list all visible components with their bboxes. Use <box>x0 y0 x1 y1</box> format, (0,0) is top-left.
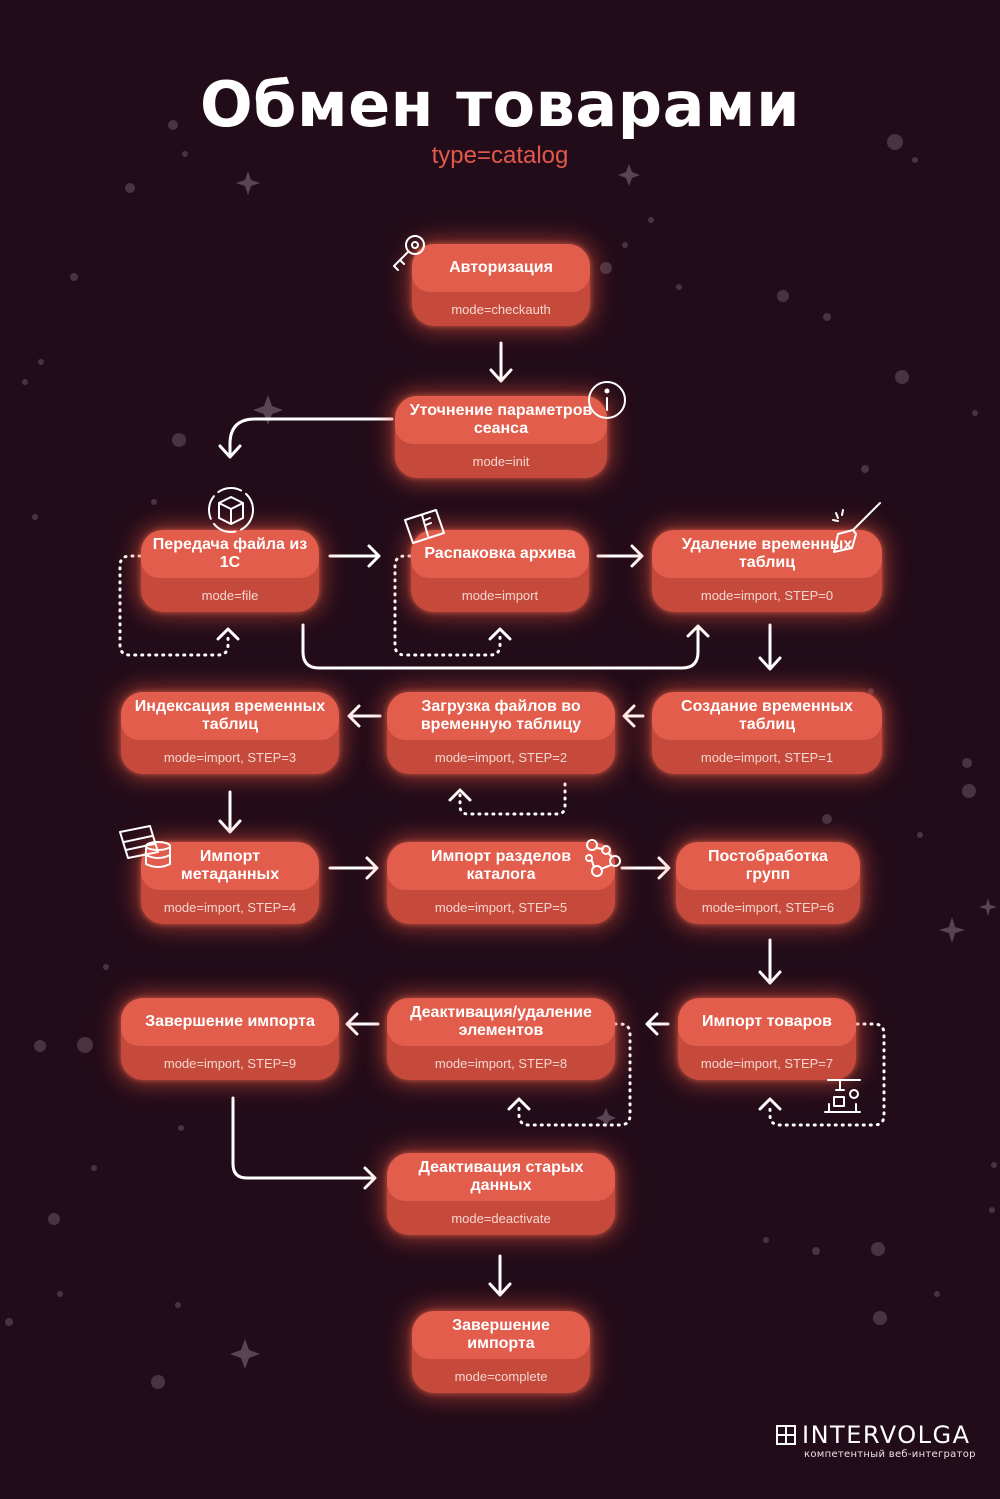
logo-mark-icon <box>776 1425 796 1445</box>
node-mode: mode=import, STEP=9 <box>163 1055 297 1071</box>
flow-node-sections: Импорт разделов каталога mode=import, STE… <box>387 842 615 924</box>
arrow-load-retry <box>458 782 567 816</box>
flow-node-old: Деактивация старых данных mode=deactivate <box>387 1153 615 1235</box>
flow-node-index: Индексация временных таблиц mode=import, … <box>121 692 339 774</box>
flow-node-meta: Импорт метаданных mode=import, STEP=4 <box>141 842 319 924</box>
node-mode: mode=import <box>461 587 539 603</box>
node-mode: mode=complete <box>454 1368 548 1384</box>
arrow-del-to-create <box>758 623 782 671</box>
node-title: Деактивация старых данных <box>387 1153 615 1201</box>
node-title: Передача файла из 1С <box>141 530 319 578</box>
node-title: Авторизация <box>412 244 590 292</box>
flow-node-load: Загрузка файлов во временную таблицу mode… <box>387 692 615 774</box>
flow-node-post: Постобработка групп mode=import, STEP=6 <box>676 842 860 924</box>
arrow-goods-retry <box>768 1022 886 1127</box>
node-mode: mode=import, STEP=8 <box>434 1055 568 1071</box>
flow-node-init: Уточнение параметров сеанса mode=init <box>395 396 607 478</box>
node-mode: mode=import, STEP=6 <box>701 899 835 915</box>
node-title: Завершение импорта <box>412 1311 590 1359</box>
node-mode: mode=deactivate <box>451 1210 551 1226</box>
brand-logo: INTERVOLGA компетентный веб-интегратор <box>776 1421 986 1461</box>
node-title: Импорт товаров <box>678 998 856 1046</box>
arrow-sections-to-post <box>620 856 671 880</box>
node-mode: mode=import, STEP=5 <box>434 899 568 915</box>
node-title: Удаление временных таблиц <box>652 530 882 578</box>
node-mode: mode=checkauth <box>451 301 551 317</box>
flow-node-del: Удаление временных таблиц mode=import, ST… <box>652 530 882 612</box>
node-title: Распаковка архива <box>411 530 589 578</box>
arrow-index-to-meta <box>218 790 242 834</box>
node-title: Деактивация/удаление элементов <box>387 998 615 1046</box>
node-mode: mode=file <box>201 587 259 603</box>
flow-node-deact: Деактивация/удаление элементов mode=impor… <box>387 998 615 1080</box>
node-title: Постобработка групп <box>676 842 860 890</box>
page-subtitle: type=catalog <box>431 142 569 169</box>
arrow-old-to-complete <box>488 1254 512 1297</box>
arrow-goods-to-deact <box>645 1012 670 1036</box>
node-mode: mode=import, STEP=4 <box>163 899 297 915</box>
flow-node-complete: Завершение импорта mode=complete <box>412 1311 590 1393</box>
arrow-create-to-load <box>622 704 645 728</box>
node-title: Импорт разделов каталога <box>387 842 615 890</box>
arrow-unpack-to-del <box>596 544 644 568</box>
node-mode: mode=import, STEP=7 <box>700 1055 834 1071</box>
flow-node-create: Создание временных таблиц mode=import, ST… <box>652 692 882 774</box>
arrow-deact-to-finish1 <box>345 1012 380 1036</box>
flow-node-auth: Авторизация mode=checkauth <box>412 244 590 326</box>
node-title: Индексация временных таблиц <box>121 692 339 740</box>
flow-node-unpack: Распаковка архива mode=import <box>411 530 589 612</box>
node-title: Импорт метаданных <box>141 842 319 890</box>
arrow-file-to-unpack <box>328 544 381 568</box>
node-title: Завершение импорта <box>121 998 339 1046</box>
node-title: Загрузка файлов во временную таблицу <box>387 692 615 740</box>
page-title: Обмен товарами <box>199 68 801 141</box>
arrow-init-to-file <box>218 417 394 459</box>
node-mode: mode=init <box>472 453 530 469</box>
arrow-unpack-retry <box>393 554 502 657</box>
node-title: Уточнение параметров сеанса <box>395 396 607 444</box>
brand-tagline: компетентный веб-интегратор <box>804 1449 976 1460</box>
node-mode: mode=import, STEP=2 <box>434 749 568 765</box>
brand-name: INTERVOLGA <box>802 1421 971 1449</box>
flow-node-finish1: Завершение импорта mode=import, STEP=9 <box>121 998 339 1080</box>
flow-node-goods: Импорт товаров mode=import, STEP=7 <box>678 998 856 1080</box>
node-mode: mode=import, STEP=3 <box>163 749 297 765</box>
arrow-meta-to-sections <box>328 856 379 880</box>
node-title: Создание временных таблиц <box>652 692 882 740</box>
node-mode: mode=import, STEP=1 <box>700 749 834 765</box>
arrow-deact-retry <box>517 1022 632 1127</box>
flow-node-file: Передача файла из 1С mode=file <box>141 530 319 612</box>
arrow-auth-to-init <box>489 341 513 383</box>
arrow-file-to-del-bypass <box>301 623 710 670</box>
arrow-finish1-to-old <box>231 1096 377 1190</box>
node-mode: mode=import, STEP=0 <box>700 587 834 603</box>
arrow-file-retry <box>118 554 230 657</box>
arrow-post-to-goods <box>758 938 782 985</box>
arrow-load-to-index <box>347 704 382 728</box>
